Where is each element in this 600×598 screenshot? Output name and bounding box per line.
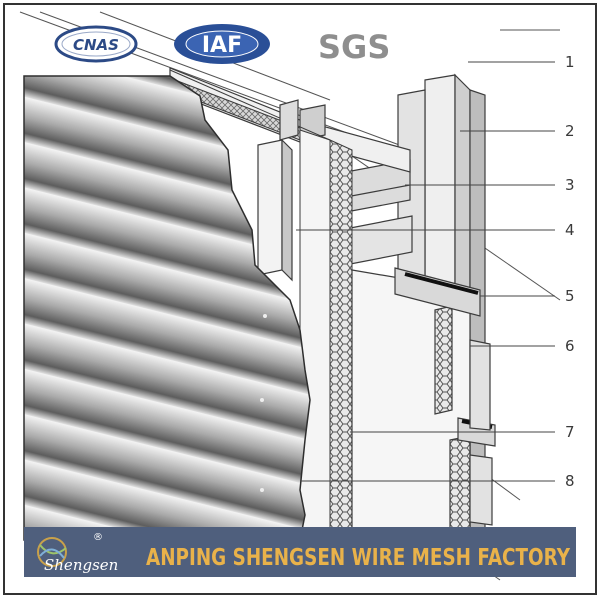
callout-6: 6	[565, 337, 575, 355]
cnas-label: CNAS	[73, 36, 119, 54]
company-name: ANPING SHENGSEN WIRE MESH FACTORY	[146, 545, 570, 571]
registered-mark: ®	[93, 532, 103, 543]
callout-1: 1	[565, 53, 575, 71]
corrugated-sheet	[23, 75, 311, 541]
callout-5: 5	[565, 287, 575, 305]
iaf-label: IAF	[202, 33, 242, 58]
callout-2: 2	[565, 122, 575, 140]
callout-3: 3	[565, 176, 575, 194]
brand-name: Shengsen	[44, 556, 118, 574]
inner-panel	[351, 267, 496, 541]
sheet-fasteners	[260, 314, 267, 492]
sgs-logo: SGS	[318, 28, 390, 66]
cnas-logo: CNAS	[54, 25, 138, 63]
footer-banner	[24, 527, 576, 577]
c-purlin	[257, 99, 299, 282]
callout-8: 8	[565, 472, 575, 490]
callout-7: 7	[565, 423, 575, 441]
callout-4: 4	[565, 221, 575, 239]
iaf-logo: IAF	[174, 24, 270, 64]
shengsen-globe-icon	[37, 537, 67, 567]
callout-leaders	[296, 61, 555, 482]
